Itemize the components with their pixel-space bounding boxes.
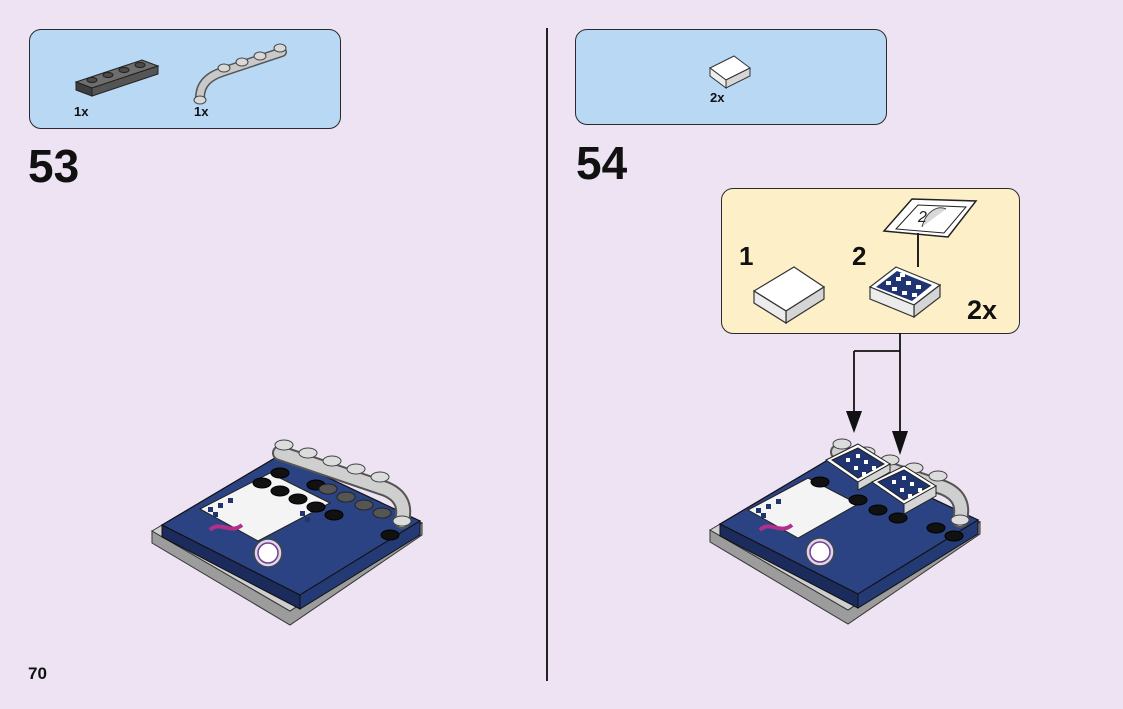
part-qty: 1x bbox=[74, 104, 89, 119]
step-number: 53 bbox=[28, 140, 80, 192]
white-slope-icon bbox=[752, 266, 826, 325]
parts-box-step-54: 2x bbox=[575, 29, 887, 125]
checkered-slope-left bbox=[825, 443, 891, 491]
checkered-slope-right bbox=[871, 465, 937, 515]
white-slope-tile-icon bbox=[709, 55, 751, 89]
part-qty: 1x bbox=[194, 104, 209, 119]
page-divider bbox=[546, 28, 548, 681]
model-illustration-step-53 bbox=[151, 439, 424, 626]
arrow-head bbox=[846, 411, 862, 433]
sticker-sheet-icon bbox=[882, 198, 978, 238]
parts-box-step-53: 1x 1x bbox=[29, 29, 341, 129]
page-number: 70 bbox=[28, 664, 47, 683]
sub-step-number: 2 bbox=[852, 241, 867, 271]
step-number: 54 bbox=[576, 137, 628, 189]
subassembly-callout: 1 2 2 2x bbox=[721, 188, 1020, 334]
placement-arrows bbox=[846, 333, 908, 455]
sticker-pointer-line bbox=[917, 233, 919, 267]
checkered-slope-icon bbox=[868, 266, 942, 319]
sub-step-number: 1 bbox=[739, 241, 754, 271]
part-qty: 2x bbox=[710, 90, 725, 105]
model-illustration-step-54 bbox=[709, 438, 982, 625]
subassembly-multiplier: 2x bbox=[967, 295, 998, 325]
dark-gray-plate-1x4-icon bbox=[74, 59, 160, 97]
sticker-label: 2 bbox=[918, 209, 927, 226]
arrow-head bbox=[892, 431, 908, 455]
light-gray-bar-arch-icon bbox=[193, 43, 287, 105]
